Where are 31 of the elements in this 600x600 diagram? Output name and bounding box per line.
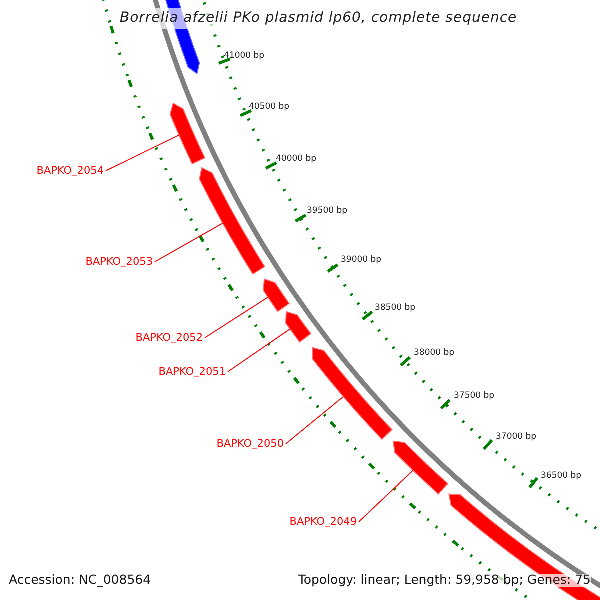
tick-label: 41000 bp [224, 52, 265, 60]
gene-block [393, 440, 448, 495]
gene-label: BAPKO_2053 [86, 256, 153, 268]
gene-label: BAPKO_2052 [136, 332, 203, 344]
tick-label: 38000 bp [414, 348, 455, 358]
tick-label: 37000 bp [496, 432, 537, 442]
leader-line [154, 222, 224, 262]
gene-block [263, 278, 290, 312]
gene-block [448, 494, 600, 600]
gene-label: BAPKO_2049 [290, 516, 357, 528]
tick-label: 40500 bp [249, 102, 290, 112]
tick-label: 36500 bp [541, 472, 582, 480]
tick-label: 40000 bp [276, 154, 317, 164]
leader-line [286, 396, 344, 444]
tick-label: 39500 bp [307, 206, 348, 216]
accession-text: Accession: NC_008564 [9, 574, 152, 586]
gene-block [285, 311, 312, 343]
tick-label: 39000 bp [341, 256, 382, 264]
gene-label: BAPKO_2050 [216, 438, 284, 450]
gene-block [170, 102, 206, 165]
summary-text: Topology: linear; Length: 59,958 bp; Genes: 75 [298, 574, 591, 586]
leader-line [228, 328, 291, 372]
gene-block [312, 347, 393, 440]
leader-line [106, 134, 180, 172]
leader-line [358, 470, 414, 522]
tick-label: 37500 bp [454, 392, 495, 400]
gene-block [199, 167, 266, 275]
gene-label: BAPKO_2051 [158, 366, 226, 378]
tick-label: 38500 bp [375, 304, 416, 312]
leader-line [204, 296, 269, 338]
gene-label: BAPKO_2054 [36, 166, 104, 176]
